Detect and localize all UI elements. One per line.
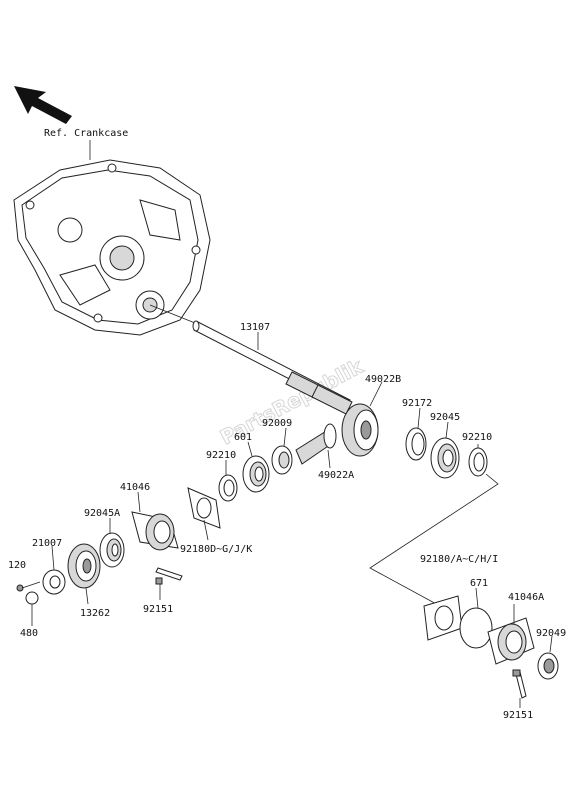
label-92210-right: 92210 — [462, 432, 492, 443]
housing-41046A — [487, 617, 535, 665]
label-13107: 13107 — [240, 322, 270, 333]
shaft-13107 — [192, 320, 353, 415]
label-92045: 92045 — [430, 412, 460, 423]
label-92049: 92049 — [536, 628, 566, 639]
label-21007: 21007 — [32, 538, 62, 549]
label-92045A: 92045A — [84, 508, 120, 519]
nut-92009 — [271, 445, 293, 475]
label-480: 480 — [20, 628, 38, 639]
gear-49022B — [341, 403, 379, 457]
circlip-480 — [25, 591, 39, 605]
direction-arrow-icon — [14, 86, 72, 124]
bolt-92151-left — [155, 567, 183, 585]
housing-41046 — [131, 511, 179, 551]
label-92180D: 92180D~G/J/K — [180, 544, 252, 555]
seal-92210-right — [468, 447, 488, 477]
seal-92210-left — [218, 474, 238, 502]
label-41046A: 41046A — [508, 592, 544, 603]
label-13262: 13262 — [80, 608, 110, 619]
label-120: 120 — [8, 560, 26, 571]
shim-92172 — [405, 427, 427, 461]
label-92180A: 92180/A~C/H/I — [420, 554, 498, 565]
bolt-120 — [16, 581, 41, 592]
gasket-92180D — [187, 487, 221, 529]
label-49022A: 49022A — [318, 470, 354, 481]
bolt-92151-right — [512, 669, 527, 699]
bearing-92045 — [430, 437, 460, 479]
label-92151-right: 92151 — [503, 710, 533, 721]
label-49022B: 49022B — [365, 374, 401, 385]
label-671: 671 — [470, 578, 488, 589]
label-92172: 92172 — [402, 398, 432, 409]
gasket-92180A — [423, 595, 463, 641]
crankcase-drawing — [13, 159, 211, 336]
bearing-601 — [242, 455, 270, 493]
oil-seal-92049 — [537, 652, 559, 680]
gear-13262 — [67, 543, 101, 589]
bearing-92045A — [99, 532, 125, 568]
plate-21007 — [42, 569, 66, 595]
oring-671 — [459, 607, 493, 649]
label-92009: 92009 — [262, 418, 292, 429]
pinion-49022A — [295, 423, 337, 465]
label-601: 601 — [234, 432, 252, 443]
ref-crankcase-label: Ref. Crankcase — [44, 128, 128, 139]
label-92151-left: 92151 — [143, 604, 173, 615]
label-92210-left: 92210 — [206, 450, 236, 461]
label-41046: 41046 — [120, 482, 150, 493]
